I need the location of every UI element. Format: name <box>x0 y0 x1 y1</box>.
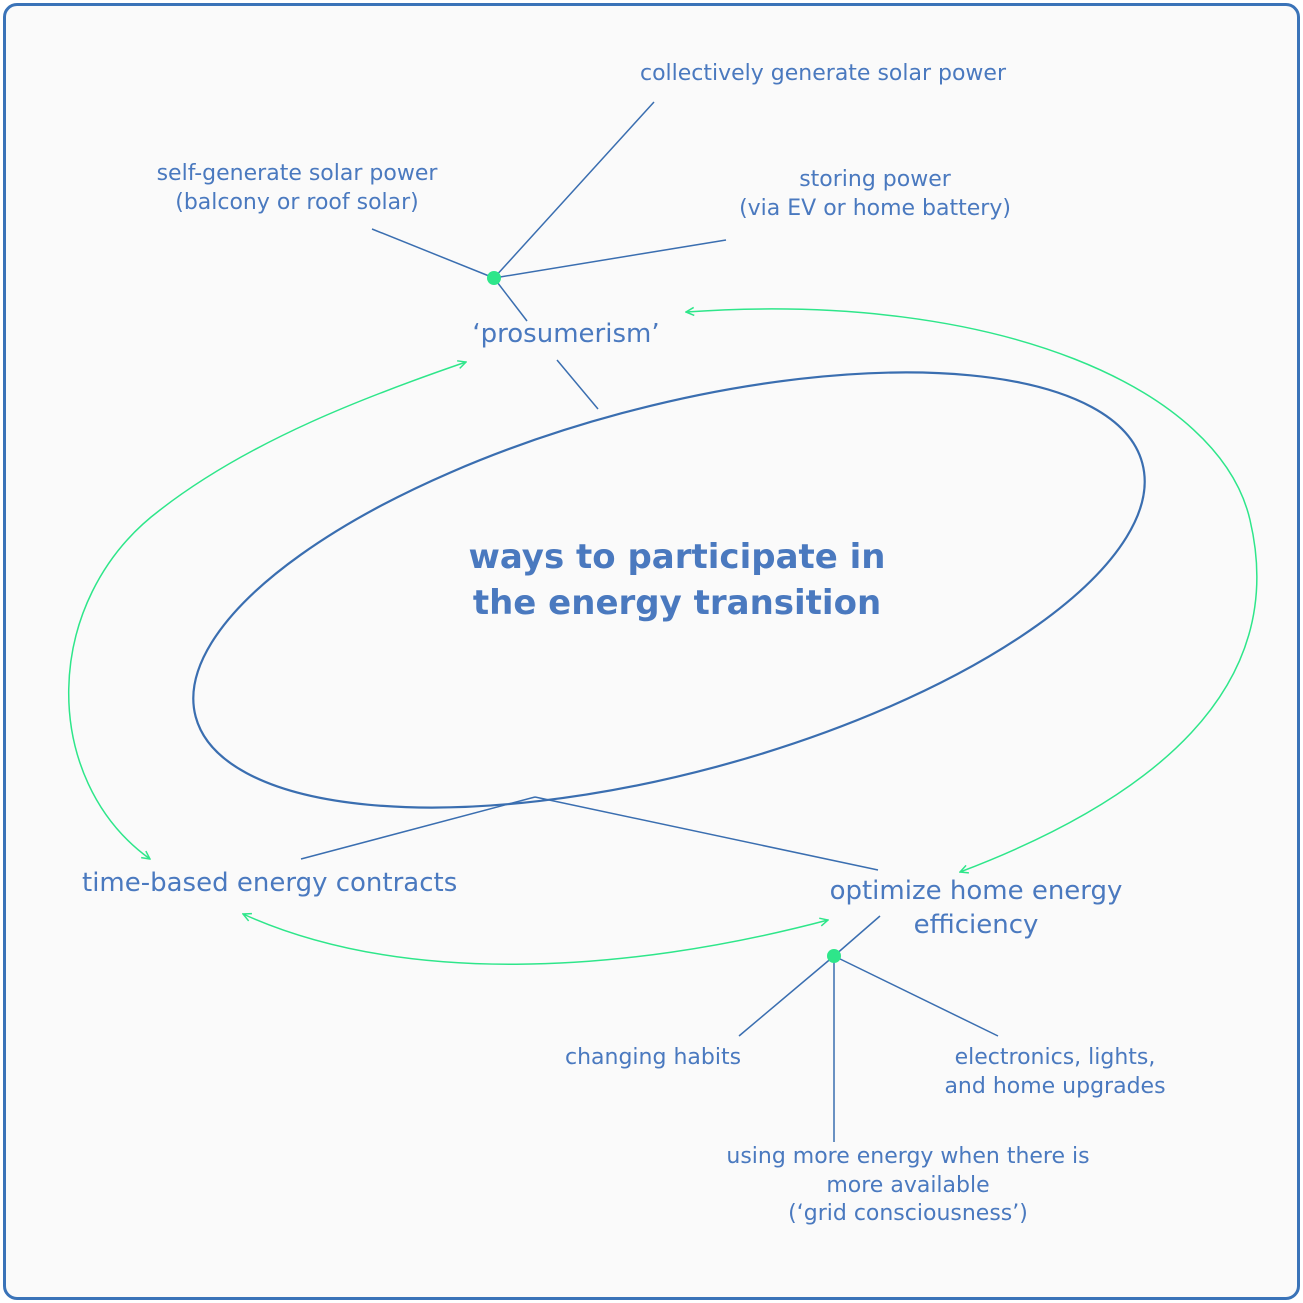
center-title-line-2: the energy transition <box>472 582 882 623</box>
node-time-based-label: time-based energy contracts <box>82 868 458 898</box>
leaf-self-solar-line-2: (balcony or roof solar) <box>175 189 419 215</box>
leaf-grid-line-3: (‘grid consciousness’) <box>788 1201 1028 1227</box>
leaf-grid-line-1: using more energy when there is <box>726 1144 1090 1169</box>
connector-hub-prosumerism <box>493 277 528 322</box>
connector-optimize-hub <box>833 915 881 957</box>
center-title: ways to participate in the energy transi… <box>427 535 927 627</box>
leaf-self-solar-line-1: self-generate solar power <box>156 161 438 186</box>
connector-prosumerism-ellipse <box>556 359 599 410</box>
arrow-prosumerism-to-optimize <box>686 309 1258 872</box>
node-optimize-line-1: optimize home energy <box>829 876 1123 906</box>
leaf-electronics-line-1: electronics, lights, <box>954 1045 1156 1070</box>
leaf-storing-line-2: (via EV or home battery) <box>739 195 1011 221</box>
connector-storing <box>493 239 727 279</box>
leaf-grid-consciousness: using more energy when there is more ava… <box>683 1143 1133 1229</box>
leaf-grid-line-2: more available <box>826 1172 990 1198</box>
connector-collective-solar <box>493 101 655 279</box>
node-optimize: optimize home energy efficiency <box>806 875 1146 943</box>
center-title-line-1: ways to participate in <box>468 537 886 577</box>
node-prosumerism-label: ‘prosumerism’ <box>472 319 660 349</box>
leaf-collective-solar: collectively generate solar power <box>573 60 1073 89</box>
arrow-time-based-to-prosumerism <box>68 362 466 859</box>
connector-electronics <box>833 955 999 1037</box>
leaf-electronics-line-2: and home upgrades <box>944 1073 1166 1099</box>
connector-ellipse-optimize <box>534 796 879 871</box>
prosumerism-hub-dot <box>487 271 501 285</box>
node-optimize-line-2: efficiency <box>913 909 1039 940</box>
leaf-storing-line-1: storing power <box>799 167 951 192</box>
connector-self-solar <box>371 228 495 279</box>
leaf-habits-label: changing habits <box>565 1045 742 1070</box>
connector-ellipse-time-based <box>300 796 536 860</box>
optimize-hub-dot <box>827 949 841 963</box>
arrow-time-based-to-optimize <box>243 914 828 965</box>
leaf-storing: storing power (via EV or home battery) <box>715 166 1035 223</box>
node-time-based: time-based energy contracts <box>82 867 457 901</box>
leaf-habits: changing habits <box>565 1044 741 1073</box>
leaf-electronics: electronics, lights, and home upgrades <box>915 1044 1195 1101</box>
connector-habits <box>738 955 835 1037</box>
leaf-self-solar: self-generate solar power (balcony or ro… <box>147 160 447 217</box>
node-prosumerism: ‘prosumerism’ <box>416 318 716 352</box>
leaf-collective-solar-label: collectively generate solar power <box>639 61 1007 86</box>
